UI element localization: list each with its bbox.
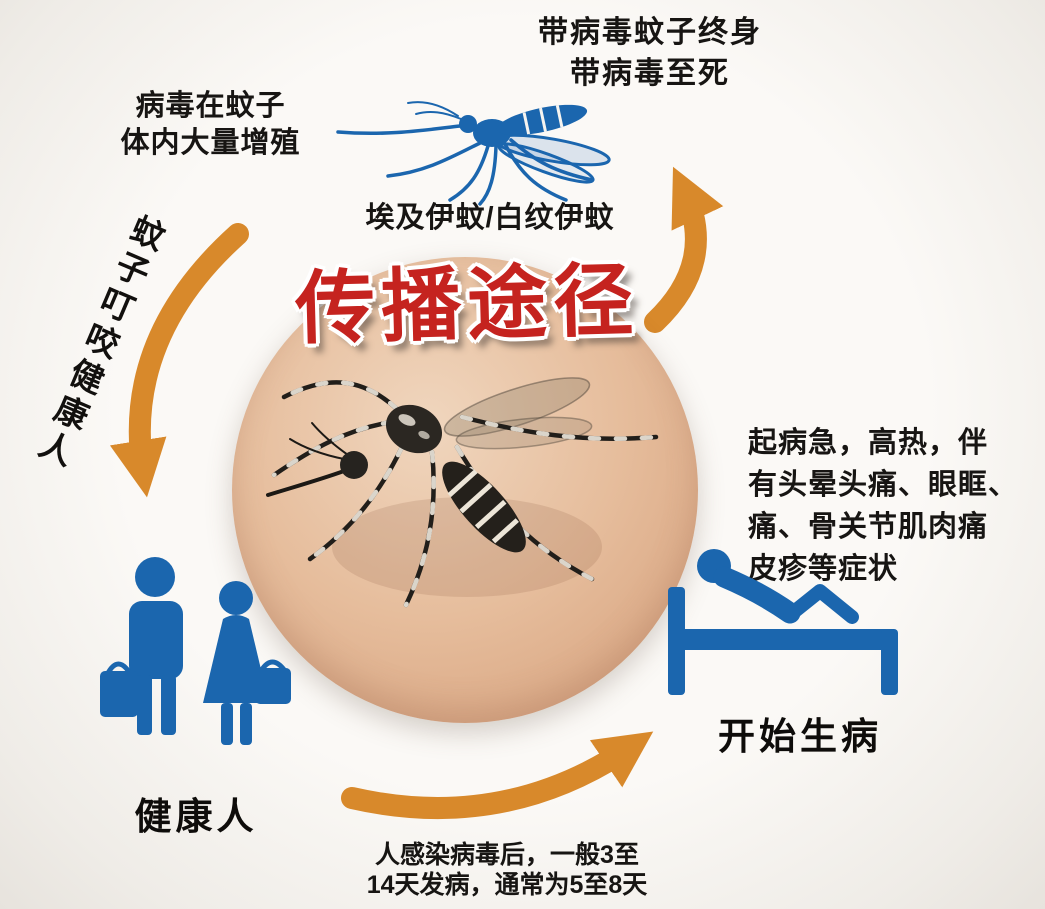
sick-person-bed-icon [668, 549, 898, 695]
cartoon-proboscis [336, 124, 462, 136]
label-start-sick: 开始生病 [718, 716, 882, 757]
page-title: 传播途径 [294, 255, 641, 354]
handbag [255, 668, 291, 704]
annotation-line: 带病毒蚊子终身 [538, 16, 762, 49]
annotation-line: 带病毒至死 [570, 57, 730, 90]
annotation-line: 皮疹等症状 [748, 553, 899, 585]
arrow-healthy-to-sick [341, 731, 654, 820]
annotation-line: 体内大量增殖 [120, 127, 301, 159]
bed-frame [668, 587, 898, 695]
mosquito-thorax [385, 404, 443, 454]
cartoon-legs [386, 138, 594, 206]
cartoon-head [459, 115, 477, 133]
annotation-symptoms: 起病急，高热，伴 有头晕头痛、眼眶、 痛、骨关节肌肉痛 皮疹等症状 [748, 422, 1038, 590]
annotation-incubation: 人感染病毒后，一般3至 14天发病，通常为5至8天 [322, 840, 692, 900]
annotation-mosquito-lifelong: 带病毒蚊子终身 带病毒至死 [500, 12, 800, 94]
mosquito-wings [443, 377, 593, 450]
shopping-bag [100, 671, 138, 717]
annotation-line: 病毒在蚊子 [135, 90, 286, 122]
cartoon-abdomen [496, 104, 588, 136]
annotation-line: 有头晕头痛、眼眶、 [748, 469, 1019, 501]
annotation-line: 起病急，高热，伴 [748, 427, 989, 459]
healthy-people-icon [100, 557, 291, 745]
label-healthy-person: 健康人 [134, 796, 258, 837]
woman-figure [203, 581, 291, 745]
annotation-line: 人感染病毒后，一般3至 [375, 841, 639, 869]
skin-circle [232, 257, 698, 723]
man-figure [100, 557, 183, 735]
annotation-species: 埃及伊蚊/白纹伊蚊 [365, 202, 615, 234]
mosquito-head [340, 451, 368, 479]
annotation-line: 痛、骨关节肌肉痛 [748, 511, 989, 543]
aedes-mosquito-illustration [266, 377, 659, 608]
person-in-bed [697, 549, 859, 624]
annotation-virus-multiplies: 病毒在蚊子 体内大量增殖 [98, 88, 323, 162]
mosquito-abdomen [442, 461, 526, 553]
cartoon-mosquito-icon [336, 101, 611, 206]
annotation-bite-healthy: 蚊子叮咬健康人 [28, 208, 170, 475]
mosquito-proboscis [266, 422, 349, 497]
annotation-line: 14天发病，通常为5至8天 [366, 871, 648, 899]
